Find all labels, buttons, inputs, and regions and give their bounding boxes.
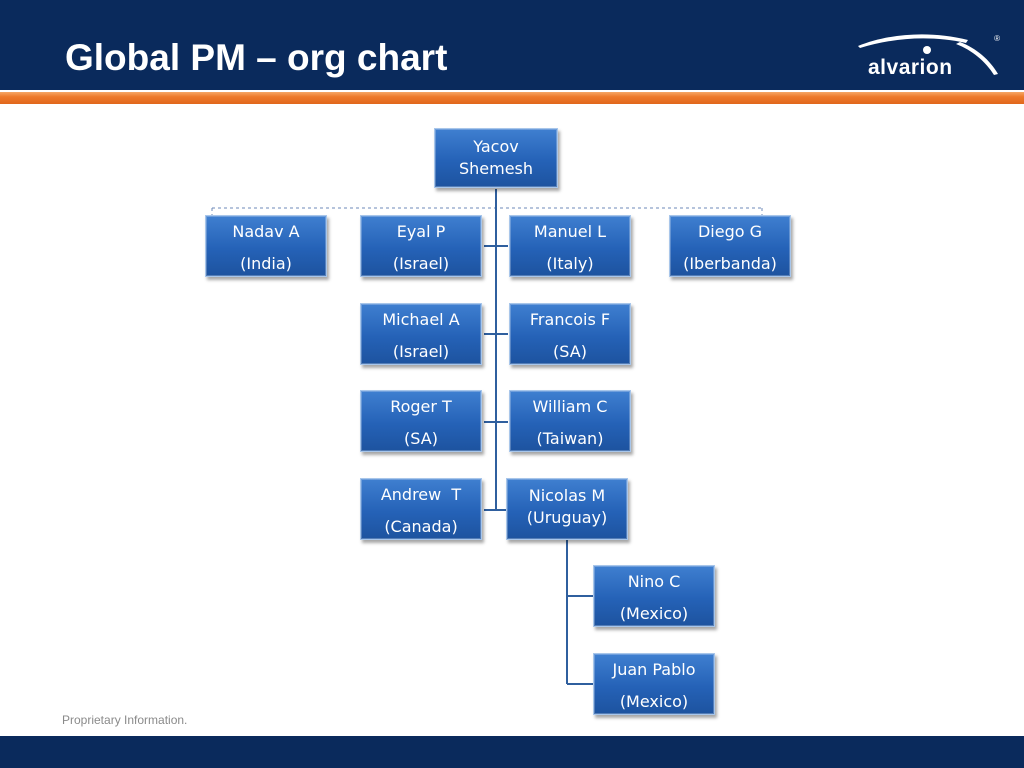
alvarion-logo: alvarion ® bbox=[848, 30, 1008, 80]
node-region: (SA) bbox=[553, 342, 587, 361]
org-node-right-report: William C (Taiwan) bbox=[509, 390, 631, 452]
node-name: William C bbox=[532, 397, 608, 416]
org-node-left-report: Andrew T (Canada) bbox=[360, 478, 482, 540]
node-name: Yacov bbox=[473, 137, 519, 156]
node-name: Francois F bbox=[529, 310, 611, 329]
node-region: (Mexico) bbox=[619, 604, 689, 623]
org-node-sub-report: Nino C (Mexico) bbox=[593, 565, 715, 627]
node-region: (India) bbox=[240, 254, 292, 273]
node-region: (Israel) bbox=[392, 254, 450, 273]
slide-footer bbox=[0, 736, 1024, 768]
org-node-dotted-report: Nadav A (India) bbox=[205, 215, 327, 277]
node-name-line2: Shemesh bbox=[458, 159, 534, 178]
org-node-right-report: Manuel L (Italy) bbox=[509, 215, 631, 277]
node-name: Juan Pablo bbox=[612, 660, 696, 679]
node-region: (SA) bbox=[404, 429, 438, 448]
slide-header bbox=[0, 0, 1024, 90]
node-name: Manuel L bbox=[533, 222, 607, 241]
node-region: (Iberbanda) bbox=[683, 254, 777, 273]
node-name: Nicolas M bbox=[528, 486, 606, 505]
node-region: (Uruguay) bbox=[526, 508, 608, 527]
footnote: Proprietary Information. bbox=[62, 713, 188, 727]
node-name: Eyal P bbox=[396, 222, 446, 241]
node-region: (Italy) bbox=[546, 254, 594, 273]
logo-wordmark: alvarion bbox=[868, 56, 953, 79]
org-node-dotted-report: Diego G (Iberbanda) bbox=[669, 215, 791, 277]
org-node-root: Yacov Shemesh bbox=[434, 128, 558, 188]
node-region: (Mexico) bbox=[619, 692, 689, 711]
node-region: (Taiwan) bbox=[536, 429, 604, 448]
org-node-left-report: Eyal P (Israel) bbox=[360, 215, 482, 277]
org-node-right-report: Francois F (SA) bbox=[509, 303, 631, 365]
org-node-sub-report: Juan Pablo (Mexico) bbox=[593, 653, 715, 715]
node-region: (Canada) bbox=[384, 517, 458, 536]
node-name: Diego G bbox=[697, 222, 763, 241]
node-region: (Israel) bbox=[392, 342, 450, 361]
registered-mark: ® bbox=[994, 34, 1000, 43]
logo-swoosh-icon bbox=[858, 34, 998, 75]
slide-title: Global PM – org chart bbox=[65, 37, 448, 78]
node-name: Nadav A bbox=[232, 222, 300, 241]
accent-stripe bbox=[0, 92, 1024, 104]
node-name: Roger T bbox=[390, 397, 452, 416]
org-node-left-report: Roger T (SA) bbox=[360, 390, 482, 452]
org-node-left-report: Michael A (Israel) bbox=[360, 303, 482, 365]
node-name: Nino C bbox=[627, 572, 681, 591]
node-name: Andrew T bbox=[380, 485, 462, 504]
node-name: Michael A bbox=[382, 310, 460, 329]
org-node-right-report: Nicolas M (Uruguay) bbox=[506, 478, 628, 540]
